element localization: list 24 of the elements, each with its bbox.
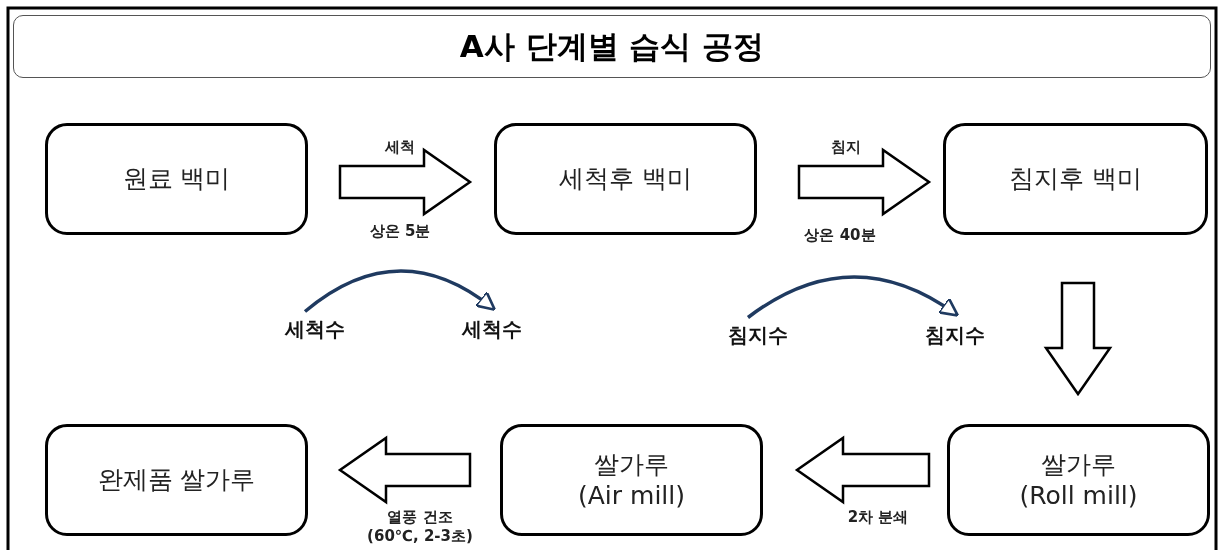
process-box: 세척후 백미	[494, 123, 757, 235]
block-arrow	[337, 435, 472, 505]
block-arrow	[797, 147, 932, 217]
block-arrow	[1043, 281, 1113, 397]
process-box: 쌀가루 (Roll mill)	[947, 424, 1210, 536]
curved-arrow	[747, 275, 960, 319]
process-box: 원료 백미	[45, 123, 308, 235]
water-label: 침지수	[728, 321, 788, 349]
water-label: 침지수	[925, 321, 985, 349]
title-box: A사 단계별 습식 공정	[13, 15, 1211, 78]
block-arrow	[794, 435, 931, 505]
edge-label: 세척	[384, 138, 416, 157]
edge-label: 열풍 건조 (60℃, 2-3초)	[366, 508, 474, 546]
condition-label: 상온 40분	[804, 226, 876, 245]
block-arrow	[338, 147, 473, 217]
process-box: 쌀가루 (Air mill)	[500, 424, 763, 536]
process-box: 침지후 백미	[943, 123, 1208, 235]
process-box: 완제품 쌀가루	[45, 424, 308, 536]
edge-label: 침지	[830, 138, 862, 157]
curved-arrow	[303, 269, 497, 313]
edge-label: 2차 분쇄	[846, 508, 910, 527]
water-label: 세척수	[462, 315, 522, 343]
condition-label: 상온 5분	[369, 222, 431, 241]
water-label: 세척수	[285, 315, 345, 343]
